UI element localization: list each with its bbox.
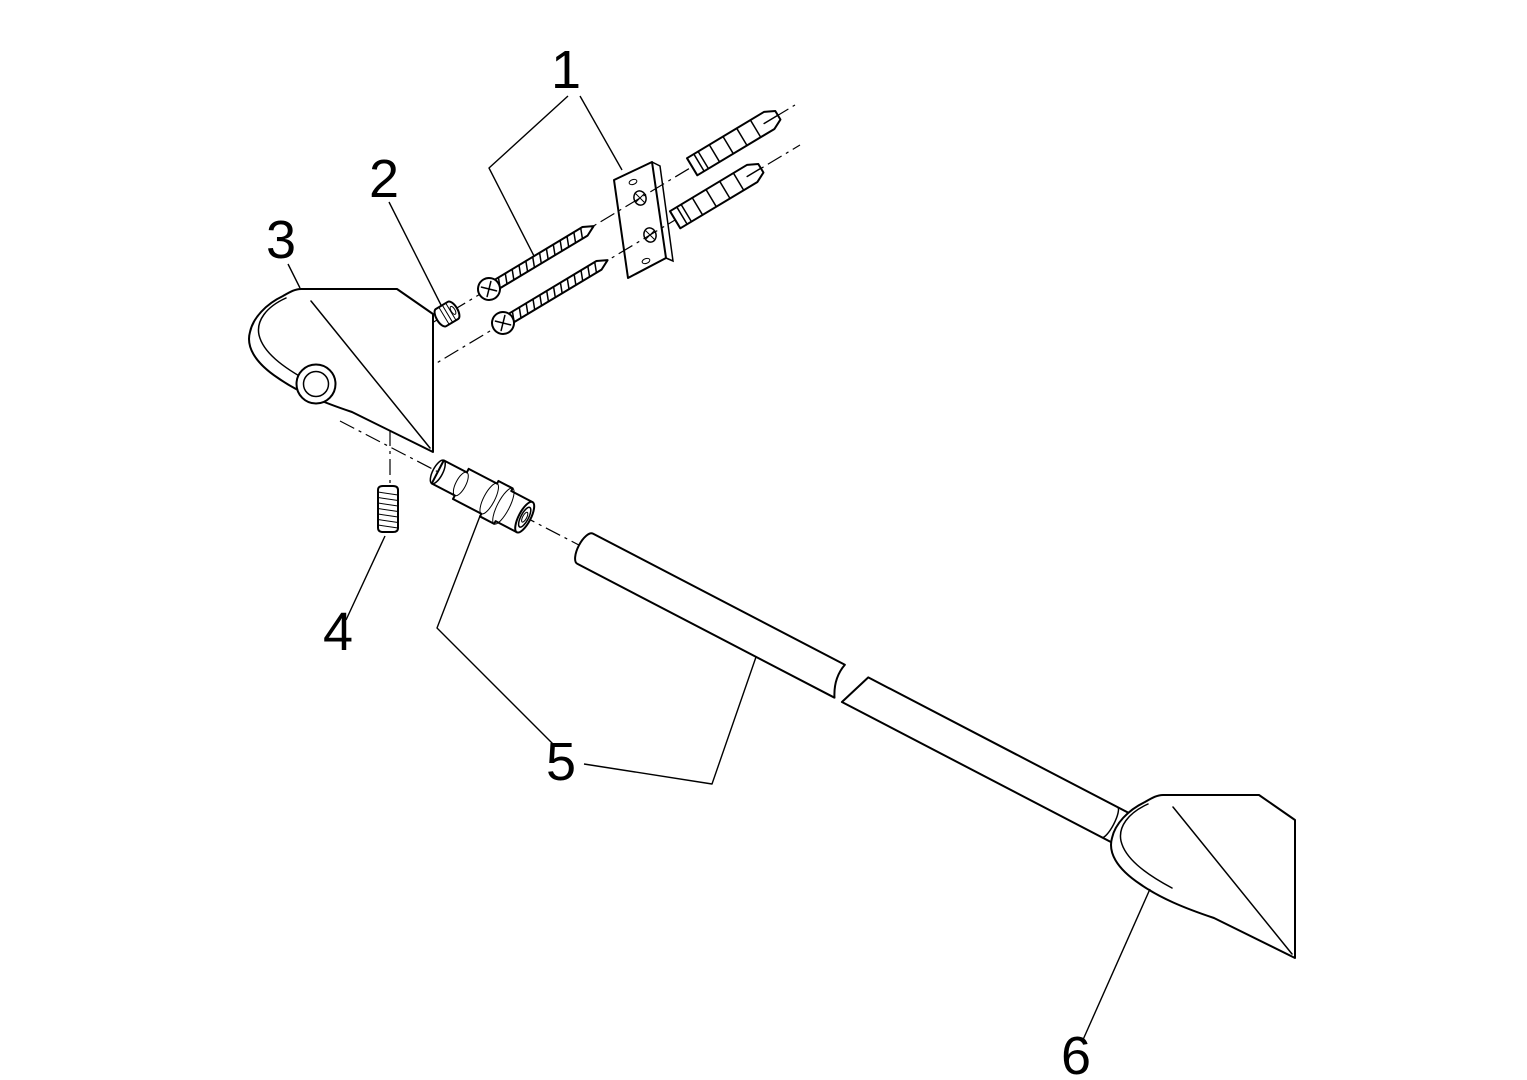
bar-tube (574, 532, 846, 699)
mounting-screw-lower (491, 259, 609, 335)
bar-tube (840, 676, 1172, 862)
adapter-front-face (514, 500, 536, 534)
bar-adapter (429, 459, 536, 534)
leader-1-plate (579, 95, 623, 171)
bar-end-joint (1101, 806, 1120, 839)
adapter-joint-2 (479, 482, 499, 515)
phillips-cross-icon (480, 280, 498, 298)
bar-front-segment (574, 532, 846, 699)
leader-5-bar (583, 656, 757, 785)
leader-2 (388, 201, 442, 306)
part-labels: 1 2 3 4 5 6 (266, 40, 1091, 1080)
adapter-joint-1 (452, 471, 469, 497)
left-bracket-body (248, 288, 434, 453)
right-bracket-inner-edge (1172, 806, 1293, 955)
leader-lines (287, 95, 1151, 1043)
part-label-2: 2 (369, 149, 399, 209)
anchor-body (668, 162, 765, 230)
mounting-plate-face (613, 161, 667, 279)
left-bracket-end-cap-inner (302, 370, 330, 398)
left-bracket-cap-rim (257, 297, 311, 383)
part-label-4: 4 (323, 602, 353, 662)
plate-hole-upper-cross (635, 193, 645, 203)
bar-rear-segment (840, 676, 1172, 862)
adapter-front-ring (517, 506, 532, 528)
leader-6 (1081, 888, 1151, 1043)
part-label-6: 6 (1061, 1026, 1091, 1080)
anchor-body (685, 109, 782, 177)
mounting-plate (613, 161, 674, 279)
set-screw (377, 485, 399, 533)
right-bracket-cap-rim (1119, 803, 1173, 889)
plate-hole-lower (643, 227, 657, 243)
wall-anchor-lower (668, 162, 765, 230)
bushing-ribs (438, 302, 457, 325)
right-bracket (1110, 794, 1296, 959)
plate-hole-upper (633, 190, 647, 206)
leader-1-screws (488, 95, 569, 257)
adapter-front-bore (521, 511, 529, 523)
plate-slot-top (628, 178, 638, 186)
adapter-rear-face (429, 459, 446, 485)
bushing-bore (449, 305, 457, 315)
mounting-plate-edge (651, 161, 674, 263)
set-screw-threads (377, 491, 399, 529)
plate-slot-bottom (641, 257, 651, 265)
anchor-segments (676, 167, 762, 225)
leader-3 (287, 263, 301, 289)
phillips-cross-icon (494, 314, 512, 332)
part-label-3: 3 (266, 210, 296, 270)
part-label-1: 1 (551, 40, 581, 100)
leader-4 (345, 535, 386, 621)
left-bracket-end-cap (295, 363, 337, 405)
part-label-5: 5 (546, 732, 576, 792)
right-bracket-body (1110, 794, 1296, 959)
left-bracket-inner-edge (310, 300, 431, 449)
left-bracket (248, 288, 434, 453)
mounting-screw-upper (477, 225, 595, 301)
wall-anchor-upper (685, 109, 782, 177)
adapter-joint-3 (492, 487, 515, 525)
anchor-segments (693, 114, 779, 172)
threaded-bushing (433, 300, 461, 328)
leader-5-adapter (436, 515, 554, 745)
